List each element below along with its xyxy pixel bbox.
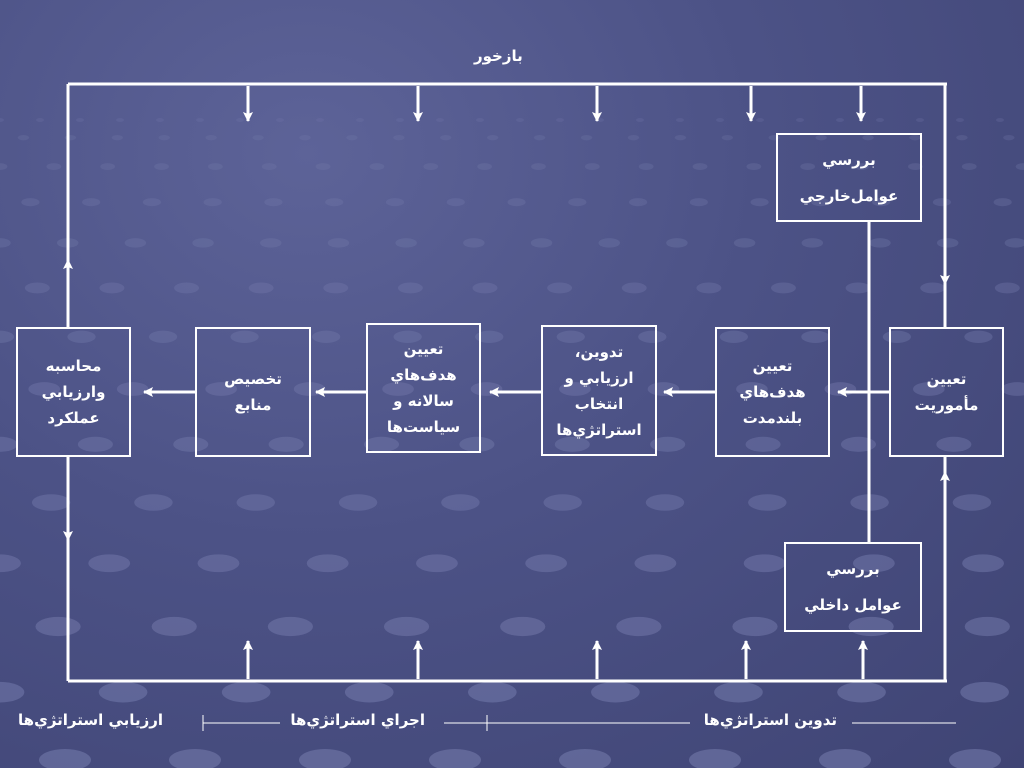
- longterm-box-line1: تعيين: [752, 357, 793, 375]
- annual-box-line4: سياست‌ها: [386, 418, 461, 436]
- strategies-box-line3: انتخاب: [574, 394, 624, 413]
- performance-evaluation-box: محاسبه وارزيابي عملكرد: [16, 327, 131, 457]
- internal-analysis-box: بررسي عوامل داخلي: [784, 542, 922, 632]
- evaluation-box-line2: وارزيابي: [41, 383, 106, 401]
- evaluation-box-line3: عملكرد: [47, 409, 100, 427]
- feedback-label: بازخور: [474, 47, 523, 65]
- phase-label-formulation: تدوين استراتژي‌ها: [703, 711, 837, 729]
- external-analysis-box: بررسي عوامل‌خارجي: [776, 133, 922, 222]
- strategies-box-line2: ارزيابي و: [564, 368, 634, 387]
- resources-box-line1: تخصيص: [224, 370, 282, 388]
- external-box-line1: بررسي: [822, 150, 876, 169]
- annual-box-line3: سالانه و: [393, 392, 454, 410]
- strategy-formulation-box: تدوين، ارزيابي و انتخاب استراتژي‌ها: [541, 325, 657, 456]
- annual-box-line2: هدف‌هاي: [390, 366, 457, 384]
- strategies-box-line4: استراتژي‌ها: [556, 420, 642, 439]
- phase-label-implementation: اجراي استراتژي‌ها: [290, 711, 425, 729]
- annual-box-line1: تعيين: [403, 340, 444, 358]
- strategies-box-line1: تدوين،: [574, 342, 624, 361]
- phase-label-evaluation: ارزيابي استراتژي‌ها: [18, 711, 163, 729]
- long-term-objectives-box: تعيين هدف‌هاي بلندمدت: [715, 327, 830, 457]
- resources-box-line2: منابع: [234, 396, 272, 414]
- mission-box: تعيين مأموريت: [889, 327, 1004, 457]
- internal-box-line1: بررسي: [826, 560, 880, 578]
- mission-box-line1: تعيين: [926, 370, 967, 388]
- longterm-box-line3: بلندمدت: [742, 409, 803, 427]
- external-box-line2: عوامل‌خارجي: [799, 186, 899, 205]
- evaluation-box-line1: محاسبه: [45, 357, 102, 375]
- mission-box-line2: مأموريت: [914, 396, 979, 414]
- annual-objectives-box: تعيين هدف‌هاي سالانه و سياست‌ها: [366, 323, 481, 453]
- resource-allocation-box: تخصيص منابع: [195, 327, 311, 457]
- internal-box-line2: عوامل داخلي: [804, 596, 902, 614]
- longterm-box-line2: هدف‌هاي: [739, 383, 806, 401]
